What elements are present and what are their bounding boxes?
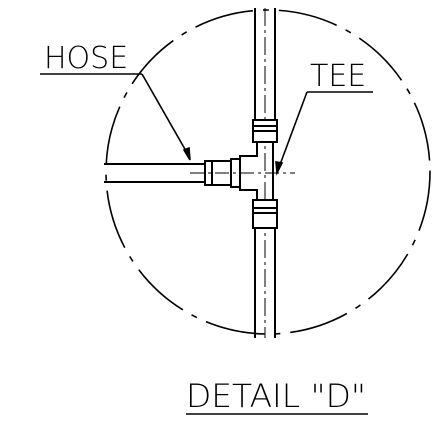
- tee-fitting: [239, 119, 278, 229]
- detail-boundary-circle: [105, 9, 431, 335]
- tee-leader: [275, 91, 373, 176]
- hose-label: HOSE: [44, 41, 128, 76]
- detail-title: DETAIL "D": [186, 377, 366, 415]
- hose-line: [104, 158, 295, 188]
- vertical-pipe: [254, 8, 276, 338]
- hose-leader: [40, 73, 191, 161]
- tee-label: TEE: [310, 59, 366, 94]
